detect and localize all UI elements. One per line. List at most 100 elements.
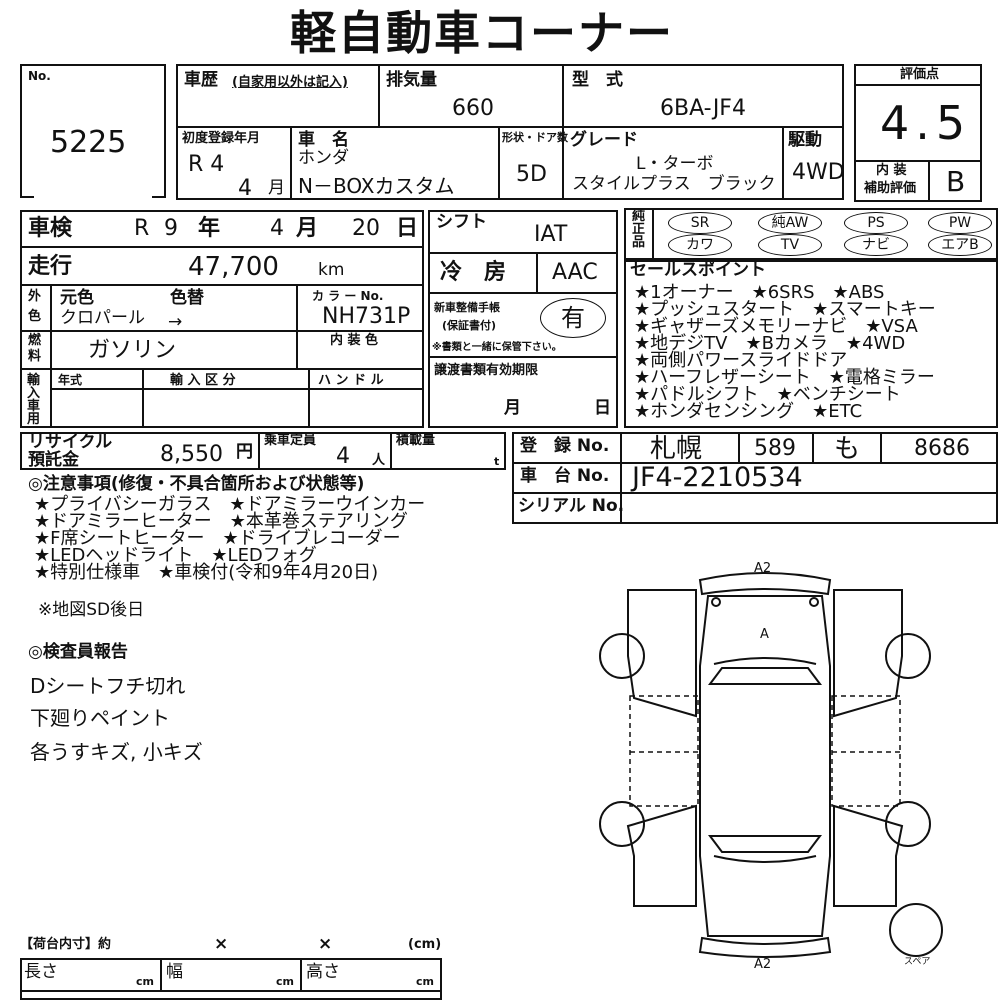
- inspection-month-unit: 月: [296, 216, 319, 241]
- notes-list: ★プライバシーガラス ★ドアミラーウインカー★ドアミラーヒーター ★本革巻ステア…: [34, 494, 426, 582]
- interior-score-label-2: 補助評価: [864, 181, 917, 196]
- equipment-side-label: 純正品: [632, 209, 646, 250]
- model-label: 型 式: [572, 70, 623, 90]
- mileage-value: 47,700: [188, 252, 279, 282]
- inspector-line-1: Dシートフチ切れ: [30, 674, 186, 698]
- ac-value: AAC: [552, 260, 598, 285]
- handle-label: ハ ン ド ル: [318, 373, 384, 388]
- fuel-side-1: 燃: [28, 333, 42, 348]
- manual-label-1: 新車整備手帳: [434, 301, 500, 314]
- import-type-label: 輸 入 区 分: [170, 373, 236, 388]
- shift-value: IAT: [534, 222, 568, 247]
- grade-label: グレード: [570, 130, 638, 150]
- cargo-grid: [20, 958, 442, 1000]
- mileage-label: 走行: [28, 254, 73, 279]
- inspection-year: 9: [164, 216, 178, 241]
- drive-value: 4WD: [792, 160, 845, 185]
- note-line: ★プライバシーガラス ★ドアミラーウインカー: [34, 494, 426, 515]
- score-label: 評価点: [900, 67, 940, 82]
- car-name: N－BOXカスタム: [298, 174, 455, 198]
- note-line: ★ドアミラーヒーター ★本革巻ステアリング: [34, 511, 408, 532]
- equipment-item: SR: [668, 212, 732, 234]
- load-label: 積載量: [396, 433, 436, 448]
- sales-point-line: ★パドルシフト ★ベンチシート: [634, 384, 901, 405]
- inspection-month: 4: [270, 216, 284, 241]
- page-title: 軽自動車コーナー: [290, 6, 674, 60]
- serial-label: シリアル No.: [518, 496, 625, 516]
- vehicle-info-grid: [176, 64, 844, 200]
- notes-heading: ◎注意事項(修復・不具合箇所および状態等): [28, 474, 365, 494]
- recycle-label-2: 預託金: [28, 450, 79, 470]
- registration-grid: [512, 432, 998, 524]
- grade-line-2: スタイルプラス ブラック: [572, 174, 776, 194]
- sales-points-label: セールスポイント: [630, 260, 766, 280]
- car-name-label: 車 名: [298, 130, 349, 150]
- recycle-label-1: リサイクル: [28, 432, 113, 452]
- equipment-item: エアB: [928, 234, 992, 256]
- original-color-label: 元色: [60, 288, 94, 308]
- first-registration-year: R 4: [188, 152, 225, 177]
- sales-point-line: ★ギャザーズメモリーナビ ★VSA: [634, 316, 918, 337]
- registration-class: 589: [754, 436, 796, 461]
- car-damage-diagram: [599, 572, 943, 958]
- score-box: [854, 64, 982, 202]
- score-value: 4.5: [880, 96, 972, 150]
- doors-label: 形状・ドア数: [502, 131, 568, 144]
- grade-line-1: L・ターボ: [636, 154, 714, 174]
- manual-note: ※書類と一緒に保管下さい。: [432, 342, 562, 353]
- lot-number-label: No.: [28, 69, 51, 83]
- cargo-height-label: 高さ: [306, 962, 340, 982]
- import-side-label: 輸入車用: [27, 373, 41, 427]
- cargo-unit: (cm): [408, 937, 442, 952]
- inspection-year-unit: 年: [198, 216, 221, 241]
- color-side-1: 外: [28, 289, 42, 304]
- color-code-value: NH731P: [322, 304, 411, 329]
- equipment-item: 純AW: [758, 212, 822, 234]
- spare-tire-label: スペア: [904, 957, 931, 967]
- sales-point-line: ★ホンダセンシング ★ETC: [634, 401, 863, 422]
- note-line: ★LEDヘッドライト ★LEDフォグ: [34, 545, 317, 566]
- interior-score-value: B: [946, 165, 966, 198]
- displacement-value: 660: [452, 96, 494, 121]
- transfer-day-unit: 日: [594, 398, 611, 418]
- transfer-label: 譲渡書類有効期限: [434, 363, 539, 378]
- registration-region: 札幌: [650, 434, 703, 464]
- first-registration-label: 初度登録年月: [182, 131, 261, 146]
- equipment-item: PW: [928, 212, 992, 234]
- fuel-value: ガソリン: [88, 338, 177, 363]
- inspection-grid: [20, 210, 424, 428]
- transfer-month-unit: 月: [504, 398, 521, 418]
- model-value: 6BA-JF4: [660, 96, 746, 121]
- sales-point-line: ★ハーフレザーシート ★電格ミラー: [634, 367, 935, 388]
- chassis-label: 車 台 No.: [520, 466, 610, 486]
- cargo-times-2: ×: [318, 934, 333, 954]
- sales-points-box: [624, 260, 998, 428]
- equipment-item: PS: [844, 212, 908, 234]
- equipment-item: ナビ: [844, 234, 908, 256]
- shift-grid: [428, 210, 618, 428]
- interior-score-label-1: 内 装: [876, 163, 907, 178]
- recycle-unit: 円: [236, 442, 253, 462]
- inspection-era: R: [134, 216, 150, 241]
- history-label: 車歴: [184, 70, 218, 90]
- equipment-grid: [624, 208, 998, 260]
- capacity-label: 乗車定員: [264, 433, 317, 448]
- equipment-item: TV: [758, 234, 822, 256]
- color-change-label: 色替: [170, 288, 204, 308]
- color-code-label: カ ラ ー No.: [312, 289, 384, 303]
- inspector-line-3: 各うすキズ, 小キズ: [30, 740, 203, 764]
- registration-kana: も: [834, 434, 861, 464]
- cargo-width-unit: cm: [276, 975, 294, 988]
- shift-label: シフト: [436, 212, 487, 232]
- rear-bumper-damage-label: A2: [754, 957, 772, 972]
- mileage-unit: km: [318, 260, 345, 280]
- first-registration-month-unit: 月: [268, 178, 285, 198]
- inspection-day-unit: 日: [396, 216, 419, 241]
- sales-points-list: ★1オーナー ★6SRS ★ABS★プッシュスタート ★スマートキー★ギャザーズ…: [634, 284, 936, 422]
- manual-label-2: (保証書付): [442, 319, 497, 332]
- first-registration-month: 4: [238, 176, 252, 201]
- interior-color-label: 内 装 色: [330, 333, 379, 348]
- inspector-line-2: 下廻りペイント: [30, 706, 170, 730]
- displacement-label: 排気量: [386, 70, 437, 90]
- equipment-item: カワ: [668, 234, 732, 256]
